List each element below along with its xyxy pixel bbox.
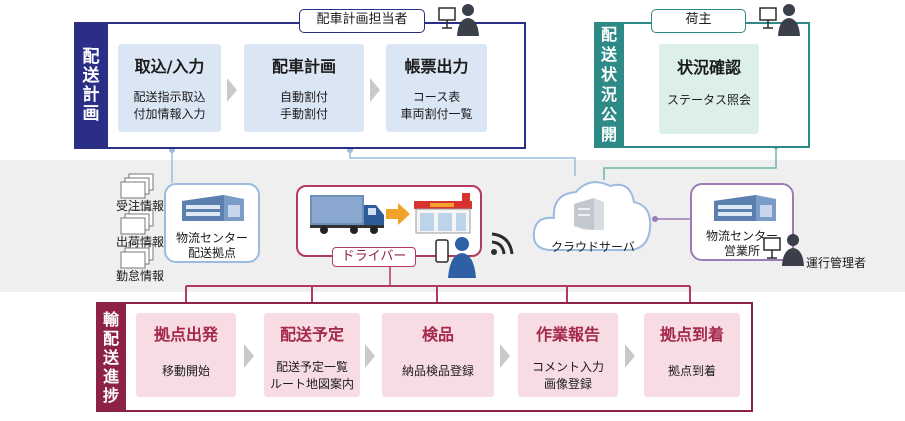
step-line: 手動割付 [279,107,328,121]
step-line: 車両割付一覧 [400,107,473,121]
doc-label-shipments: 出荷情報 [116,235,165,249]
person-pc-icon [759,4,800,36]
label-char: 捗 [102,385,119,405]
step-arrive-base: 拠点到着 拠点到着 [644,313,740,397]
step-dispatch-plan: 配車計画 自動割付 手動割付 [244,44,364,132]
node-line: 配送拠点 [187,246,236,260]
step-title: 状況確認 [676,58,741,77]
planner-role-tag: 配車計画担当者 [299,9,425,33]
status-publish-label: 配 送 状 況 公 開 [594,22,624,148]
step-line: コース表 [412,90,461,104]
step-line: 配送指示取込 [133,90,206,104]
chevron-right-icon [500,344,510,368]
logistics-center-node: 物流センター 配送拠点 [164,183,260,263]
label-char: 配 [600,25,617,44]
chevron-right-icon [365,344,375,368]
label-char: 送 [102,347,119,367]
label-char: 進 [102,366,119,386]
arrow-right-icon [386,203,410,225]
step-work-report: 作業報告 コメント入力 画像登録 [518,313,618,397]
driver-node [296,185,482,257]
cloud-label: クラウドサーバ [551,240,635,254]
label-char: 配 [102,328,119,348]
step-depart-base: 拠点出発 移動開始 [136,313,236,397]
step-title: 拠点到着 [659,325,724,344]
label-char: 況 [600,85,617,104]
node-line: 物流センター [175,231,248,245]
label-char: 開 [600,125,617,144]
step-line: 配送予定一覧 [275,360,348,374]
driver-label: ドライバー [332,247,416,267]
smartphone-person-icon [435,237,476,278]
transport-progress-label: 輸 配 送 進 捗 [96,302,126,412]
step-title: 配車計画 [271,57,336,76]
label-char: 計 [82,84,100,105]
step-status-check: 状況確認 ステータス照会 [659,44,759,134]
step-line: 付加情報入力 [133,107,206,121]
step-line: 画像登録 [543,377,592,391]
label-char: 送 [82,65,100,86]
step-title: 検品 [421,325,454,344]
chevron-right-icon [227,78,237,102]
step-title: 作業報告 [535,325,600,344]
doc-label-orders: 受注情報 [116,199,165,213]
step-form-output: 帳票出力 コース表 車両割付一覧 [386,44,487,132]
step-inspection: 検品 納品検品登録 [382,313,494,397]
doc-label-attendance: 勤怠情報 [116,269,165,283]
shipper-role-tag: 荷主 [651,9,746,33]
person-pc-icon [763,234,804,266]
label-char: 公 [600,105,617,124]
sales-office-node: 物流センター 営業所 [690,183,794,261]
label-char: 状 [600,65,617,84]
step-import-input: 取込/入力 配送指示取込 付加情報入力 [118,44,221,132]
step-title: 配送予定 [279,325,344,344]
label-char: 画 [82,103,100,124]
document-stack-icon [120,173,154,269]
step-delivery-plan: 配送予定 配送予定一覧 ルート地図案内 [264,313,360,397]
label-char: 配 [82,46,100,67]
node-line: 営業所 [723,244,760,258]
chevron-right-icon [370,78,380,102]
step-title: 帳票出力 [404,57,469,76]
dispatch-planning-label: 配 送 計 画 [74,22,108,149]
person-pc-icon [438,4,479,36]
warehouse-icon [182,195,244,221]
ops-manager-label: 運行管理者 [806,256,867,270]
warehouse-icon [714,195,776,221]
truck-icon [310,195,384,234]
node-line: 物流センター [705,229,778,243]
step-line: ステータス照会 [666,93,751,107]
store-icon [414,193,472,234]
step-line: ルート地図案内 [269,377,354,391]
label-char: 輸 [102,309,119,329]
wifi-icon [491,232,514,255]
step-title: 拠点出発 [153,325,218,344]
step-line: 移動開始 [161,364,210,378]
chevron-right-icon [625,344,635,368]
label-char: 送 [600,45,617,64]
step-line: 納品検品登録 [401,364,474,378]
step-line: 自動割付 [279,90,328,104]
server-icon [574,198,604,230]
step-line: コメント入力 [531,360,604,374]
step-title: 取込/入力 [134,57,205,76]
chevron-right-icon [244,344,254,368]
step-line: 拠点到着 [667,364,716,378]
